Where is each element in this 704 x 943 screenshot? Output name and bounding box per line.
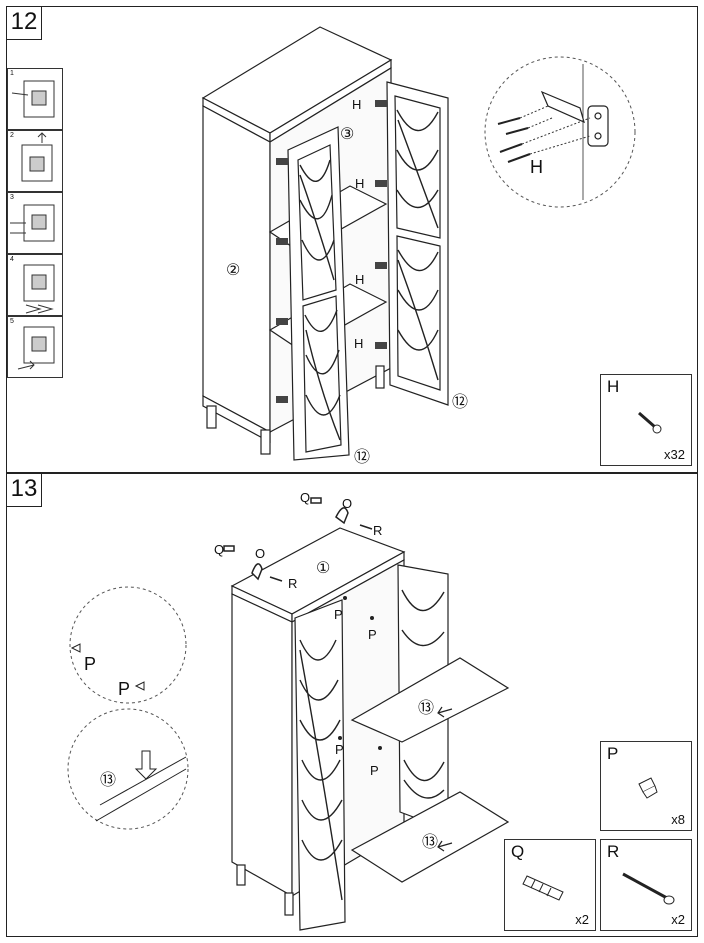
- hinge-illustration: [21, 132, 53, 182]
- label-p-detail: P: [84, 654, 97, 674]
- part-letter: Q: [511, 842, 525, 861]
- part-label-1: ①: [316, 560, 331, 577]
- part-letter: H: [607, 377, 620, 396]
- part-letter: P: [607, 744, 619, 763]
- label-p: P: [368, 627, 377, 642]
- part-label-13-lower: ⑬: [422, 834, 439, 851]
- long-screw-icon: [622, 872, 675, 905]
- label-o: O: [342, 496, 353, 511]
- label-p-detail: P: [118, 679, 131, 699]
- part-label-2: ②: [226, 262, 241, 279]
- part-label-13-detail: ⑬: [100, 772, 117, 789]
- substep-label: 1: [10, 70, 14, 77]
- label-r: R: [373, 523, 383, 538]
- substep-label: 3: [10, 194, 14, 201]
- hinge-illustration: [10, 204, 55, 242]
- screw-icon: [638, 411, 662, 434]
- part-quantity: x2: [575, 912, 589, 927]
- cabinet-doors-illustration: [201, 26, 636, 461]
- label-r: R: [288, 576, 298, 591]
- label-p: P: [335, 742, 344, 757]
- part-box-r: R x2: [600, 839, 692, 931]
- part-quantity: x8: [671, 812, 685, 827]
- part-box-h: H x32: [600, 374, 692, 466]
- part-box-p: P x8: [600, 741, 692, 831]
- label-p: P: [370, 763, 379, 778]
- hinge-label: H: [352, 97, 362, 112]
- hinge-label: H: [355, 176, 365, 191]
- hinge-illustration: [23, 264, 55, 314]
- hinge-substep-2: 2: [7, 130, 63, 192]
- part-quantity: x2: [671, 912, 685, 927]
- detail-hinge-label: H: [530, 157, 543, 177]
- part-label-13-upper: ⑬: [418, 700, 435, 717]
- label-q: Q: [300, 490, 311, 505]
- hinge-substep-1: 1: [7, 68, 63, 130]
- hinge-substep-3: 3: [7, 192, 63, 254]
- step-12-panel: [6, 6, 698, 473]
- part-label-12-right: ⑫: [452, 394, 469, 411]
- hinge-label: H: [355, 272, 365, 287]
- wall-plug-icon: [522, 875, 564, 901]
- step-13-panel: [6, 473, 698, 937]
- part-box-q: Q x2: [504, 839, 596, 931]
- label-p: P: [334, 607, 343, 622]
- part-label-3: ③: [340, 126, 355, 143]
- part-label-12-left: ⑫: [354, 449, 371, 466]
- hinge-illustration: [11, 80, 55, 118]
- hinge-label: H: [354, 336, 364, 351]
- hinge-substep-5: 5: [7, 316, 63, 378]
- hinge-substep-4: 4: [7, 254, 63, 316]
- label-o: O: [255, 546, 266, 561]
- step-number-13: 13: [6, 473, 42, 507]
- step-number-12: 12: [6, 6, 42, 40]
- shelf-pin-icon: [638, 777, 658, 799]
- part-quantity: x32: [664, 447, 685, 462]
- part-letter: R: [607, 842, 620, 861]
- substep-label: 2: [10, 132, 14, 139]
- substep-label: 4: [10, 256, 14, 263]
- label-q: Q: [214, 542, 225, 557]
- hinge-illustration: [17, 326, 55, 370]
- cabinet-shelves-illustration: [67, 497, 510, 931]
- substep-label: 5: [10, 318, 14, 325]
